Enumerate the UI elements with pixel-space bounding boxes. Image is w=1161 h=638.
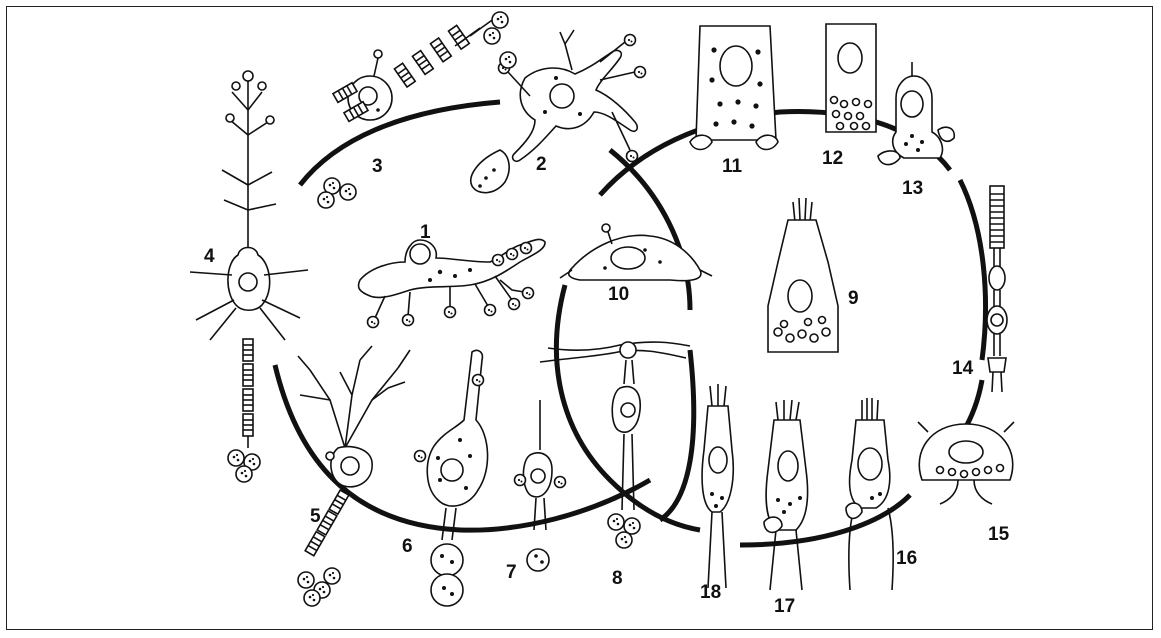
label-3: 3: [372, 156, 383, 177]
label-18: 18: [700, 582, 721, 603]
arc-8-right: [660, 350, 694, 520]
label-13: 13: [902, 178, 923, 199]
cell-9: 9: [768, 198, 859, 352]
cell-13: 13: [878, 62, 954, 199]
label-17: 17: [774, 596, 795, 617]
label-10: 10: [608, 284, 629, 305]
cell-12: 12: [822, 24, 876, 169]
label-14: 14: [952, 358, 974, 379]
cell-5: 5: [298, 346, 410, 606]
cell-6: 6: [402, 350, 488, 606]
cell-8: 8: [540, 342, 690, 589]
label-12: 12: [822, 148, 843, 169]
label-2: 2: [536, 154, 547, 175]
cell-11: 11: [690, 26, 778, 177]
cell-4: 4: [190, 71, 308, 482]
cell-17: 17: [764, 400, 808, 617]
label-8: 8: [612, 568, 623, 589]
label-5: 5: [310, 506, 321, 527]
cell-16: 16: [846, 398, 917, 590]
cell-2: 2: [471, 30, 646, 193]
cell-7: 7: [506, 400, 566, 583]
label-7: 7: [506, 562, 517, 583]
label-1: 1: [420, 222, 431, 243]
label-16: 16: [896, 548, 917, 569]
arc-13-to-14: [960, 180, 986, 360]
cell-18: 18: [700, 384, 733, 603]
label-11: 11: [722, 156, 743, 177]
arc-3-to-2: [300, 102, 500, 185]
label-15: 15: [988, 524, 1010, 545]
label-9: 9: [848, 288, 859, 309]
label-6: 6: [402, 536, 413, 557]
cell-1: 1: [358, 222, 545, 328]
cell-15: 15: [918, 422, 1014, 545]
cell-14: 14: [952, 186, 1007, 392]
label-4: 4: [204, 246, 215, 267]
